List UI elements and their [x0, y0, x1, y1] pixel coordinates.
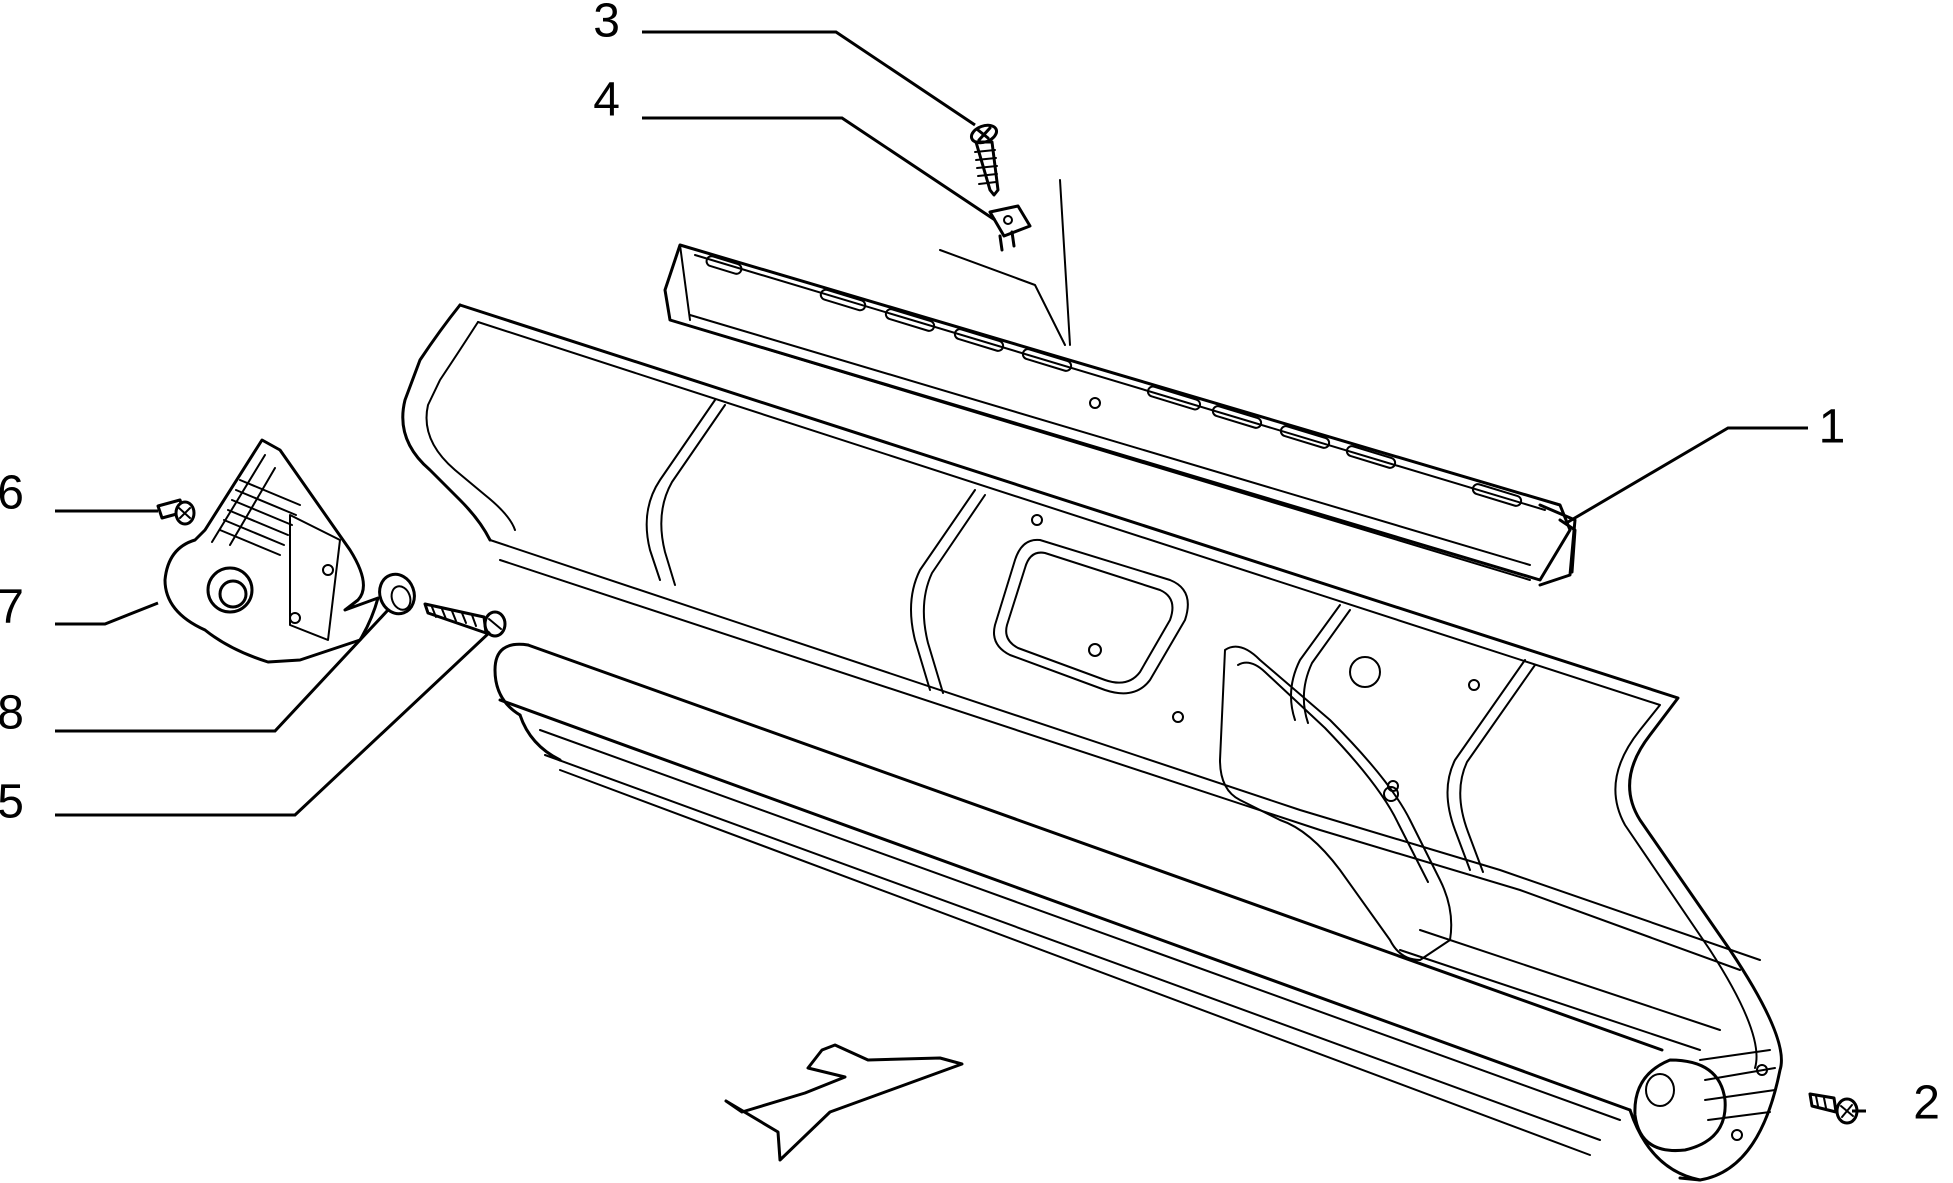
direction-arrow	[724, 1043, 964, 1162]
clip-4	[988, 204, 1032, 252]
screw-2	[1808, 1092, 1859, 1125]
hinge-cover-7	[163, 438, 380, 664]
callout-numbers: 1 2 3 4 5 6 7 8	[0, 0, 1940, 1130]
leader-1	[1567, 426, 1808, 524]
callout-8: 8	[0, 687, 24, 740]
callout-2: 2	[1913, 1077, 1940, 1130]
leader-lines	[55, 30, 1866, 1113]
leader-3	[642, 30, 976, 127]
leader-7	[55, 601, 159, 626]
lower-roller	[493, 642, 1776, 1182]
callout-3: 3	[593, 0, 620, 48]
leader-4	[642, 116, 996, 222]
callout-7: 7	[0, 581, 24, 634]
trim-panel	[401, 303, 1783, 1182]
callout-1: 1	[1819, 401, 1846, 454]
leader-8	[55, 608, 390, 733]
callout-5: 5	[0, 776, 24, 829]
callout-4: 4	[593, 74, 620, 127]
rail-slots	[705, 255, 1523, 507]
screw-6	[156, 498, 196, 526]
washer-8	[378, 572, 416, 616]
top-rail	[663, 243, 1577, 587]
callout-6: 6	[0, 467, 24, 520]
screw-3	[969, 123, 1000, 197]
screw-5	[423, 602, 507, 638]
leader-5	[55, 630, 492, 817]
